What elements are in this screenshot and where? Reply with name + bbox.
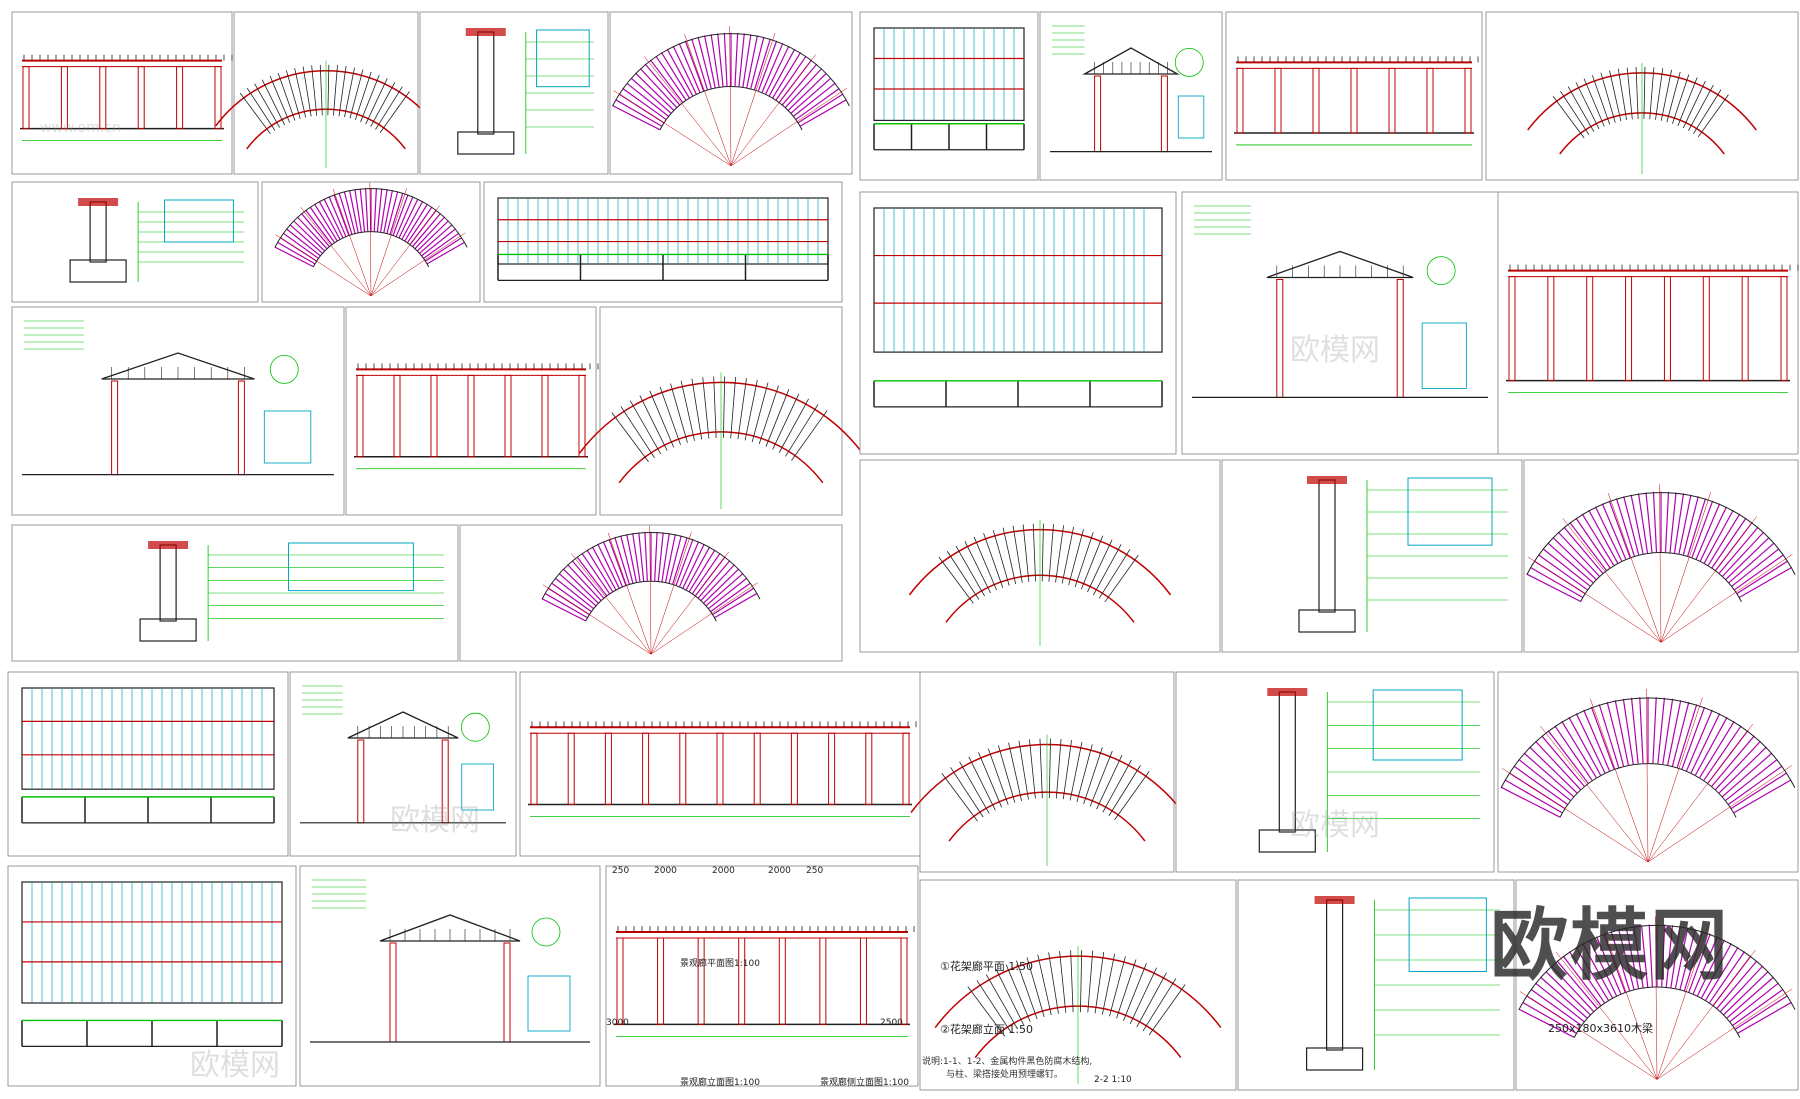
drawing-panel	[299, 865, 601, 1087]
drawing-panel	[7, 865, 297, 1087]
dimension-3000: 3000	[606, 1018, 629, 1028]
drawing-panel	[578, 306, 864, 516]
drawing-panel	[605, 865, 923, 1087]
drawing-panel	[859, 11, 1039, 181]
dimension-2000-a: 2000	[654, 866, 677, 876]
drawing-panel	[859, 191, 1177, 455]
watermark-faint-3: 欧模网	[1290, 808, 1380, 843]
watermark-logo: 欧模网	[1489, 901, 1730, 991]
drawing-panel	[1485, 11, 1799, 181]
drawing-panel	[919, 879, 1237, 1091]
drawing-panel	[1523, 459, 1799, 653]
drawing-panel	[11, 306, 345, 516]
elevation-1-50-label: ②花架廊立面 1:50	[940, 1023, 1034, 1036]
drawing-panel	[1515, 879, 1799, 1091]
watermark-faint-2: 欧模网	[1290, 333, 1380, 368]
side-elevation-1-100-label: 景观廊侧立面图1:100	[820, 1078, 909, 1088]
drawing-panel	[11, 181, 259, 303]
drawing-panel	[1497, 191, 1799, 455]
drawing-panel	[1221, 459, 1523, 653]
beam-size-label: 250x180x3610木梁	[1548, 1022, 1654, 1035]
plan-1-100-label: 景观廊平面图1:100	[680, 959, 760, 969]
drawing-panel	[1039, 11, 1223, 181]
drawing-panel	[459, 524, 843, 662]
drawing-panel	[519, 671, 925, 857]
drawing-panel	[345, 306, 599, 516]
drawing-panel	[910, 671, 1184, 873]
dimension-250-a: 250	[612, 866, 630, 876]
drawing-panel	[1497, 671, 1799, 873]
dimension-2500: 2500	[880, 1018, 903, 1028]
drawing-panel	[483, 181, 843, 303]
dimension-2000-b: 2000	[712, 866, 735, 876]
drawing-panel	[859, 459, 1221, 653]
watermark-url: www.om.cn	[40, 120, 121, 136]
dimension-2000-c: 2000	[768, 866, 791, 876]
notes-line-2: 与柱、梁搭接处用预埋螺钉。	[946, 1070, 1064, 1080]
watermark-faint-1: 欧模网	[390, 803, 480, 838]
watermark-faint-4: 欧模网	[190, 1048, 280, 1083]
plan-1-50-label: ①花架廊平面 1:50	[940, 960, 1034, 973]
notes-line-1: 说明:1-1、1-2、金属构件黑色防腐木结构,	[922, 1057, 1093, 1067]
drawing-panel	[1237, 879, 1515, 1091]
drawing-panel	[1175, 671, 1495, 873]
section-label: 2-2 1:10	[1094, 1075, 1132, 1085]
drawing-panel	[215, 11, 437, 175]
drawing-panel	[289, 671, 517, 857]
drawing-panel	[1181, 191, 1499, 455]
dimension-250-b: 250	[806, 866, 824, 876]
drawing-panel	[261, 181, 481, 303]
drawing-panel	[11, 524, 459, 662]
drawing-panel	[609, 11, 853, 175]
drawing-panel	[11, 11, 233, 175]
drawing-panel	[419, 11, 609, 175]
front-elevation-1-100-label: 景观廊立面图1:100	[680, 1078, 760, 1088]
drawing-panel	[7, 671, 289, 857]
drawing-panel	[1225, 11, 1487, 181]
